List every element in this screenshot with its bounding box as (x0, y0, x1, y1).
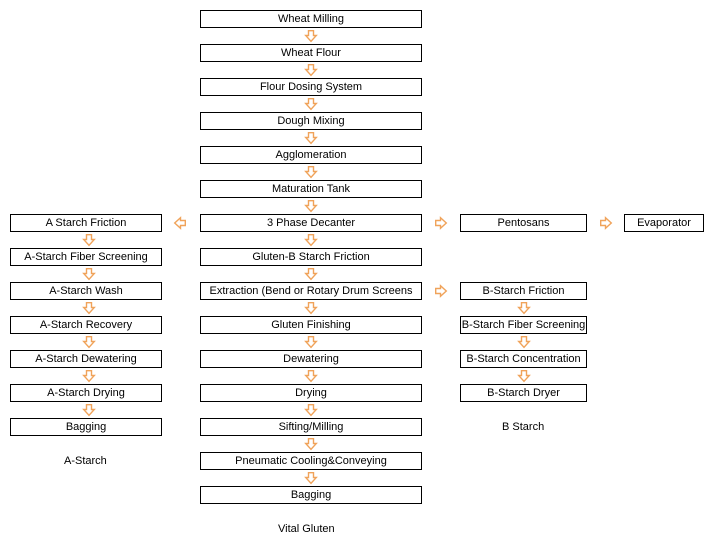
down-arrow-icon (517, 302, 531, 315)
down-arrow-icon (304, 336, 318, 349)
step-b-starch-friction: B-Starch Friction (460, 282, 587, 300)
caption-b-starch: B Starch (502, 421, 545, 433)
step-a-starch-drying: A-Starch Drying (10, 384, 162, 402)
down-arrow-icon (304, 166, 318, 179)
step-wheat-flour: Wheat Flour (200, 44, 422, 62)
caption-vital-gluten: Vital Gluten (278, 523, 335, 535)
down-arrow-icon (82, 302, 96, 315)
down-arrow-icon (82, 268, 96, 281)
step-drying: Drying (200, 384, 422, 402)
step-3-phase-decanter: 3 Phase Decanter (200, 214, 422, 232)
step-gluten-b-starch-friction: Gluten-B Starch Friction (200, 248, 422, 266)
down-arrow-icon (82, 234, 96, 247)
down-arrow-icon (304, 302, 318, 315)
down-arrow-icon (517, 370, 531, 383)
down-arrow-icon (304, 370, 318, 383)
down-arrow-icon (304, 268, 318, 281)
step-a-starch-recovery: A-Starch Recovery (10, 316, 162, 334)
step-extraction: Extraction (Bend or Rotary Drum Screens (200, 282, 422, 300)
down-arrow-icon (304, 438, 318, 451)
down-arrow-icon (304, 132, 318, 145)
down-arrow-icon (82, 404, 96, 417)
step-a-starch-friction: A Starch Friction (10, 214, 162, 232)
right-arrow-icon (435, 216, 448, 230)
step-flour-dosing-system: Flour Dosing System (200, 78, 422, 96)
down-arrow-icon (304, 404, 318, 417)
step-a-starch-wash: A-Starch Wash (10, 282, 162, 300)
step-dough-mixing: Dough Mixing (200, 112, 422, 130)
down-arrow-icon (304, 64, 318, 77)
step-sifting-milling: Sifting/Milling (200, 418, 422, 436)
down-arrow-icon (304, 472, 318, 485)
step-evaporator: Evaporator (624, 214, 704, 232)
step-pneumatic-cooling-conveying: Pneumatic Cooling&Conveying (200, 452, 422, 470)
step-b-starch-dryer: B-Starch Dryer (460, 384, 587, 402)
step-wheat-milling: Wheat Milling (200, 10, 422, 28)
down-arrow-icon (304, 30, 318, 43)
step-b-starch-fiber-screening: B-Starch Fiber Screening (460, 316, 587, 334)
right-arrow-icon (435, 284, 448, 298)
down-arrow-icon (517, 336, 531, 349)
step-bagging-a-starch: Bagging (10, 418, 162, 436)
down-arrow-icon (304, 98, 318, 111)
step-b-starch-concentration: B-Starch Concentration (460, 350, 587, 368)
down-arrow-icon (82, 336, 96, 349)
step-dewatering: Dewatering (200, 350, 422, 368)
step-agglomeration: Agglomeration (200, 146, 422, 164)
step-a-starch-fiber-screening: A-Starch Fiber Screening (10, 248, 162, 266)
step-gluten-finishing: Gluten Finishing (200, 316, 422, 334)
caption-a-starch: A-Starch (64, 455, 107, 467)
step-a-starch-dewatering: A-Starch Dewatering (10, 350, 162, 368)
down-arrow-icon (82, 370, 96, 383)
down-arrow-icon (304, 234, 318, 247)
step-pentosans: Pentosans (460, 214, 587, 232)
left-arrow-icon (173, 216, 186, 230)
right-arrow-icon (600, 216, 613, 230)
down-arrow-icon (304, 200, 318, 213)
step-maturation-tank: Maturation Tank (200, 180, 422, 198)
step-bagging-gluten: Bagging (200, 486, 422, 504)
